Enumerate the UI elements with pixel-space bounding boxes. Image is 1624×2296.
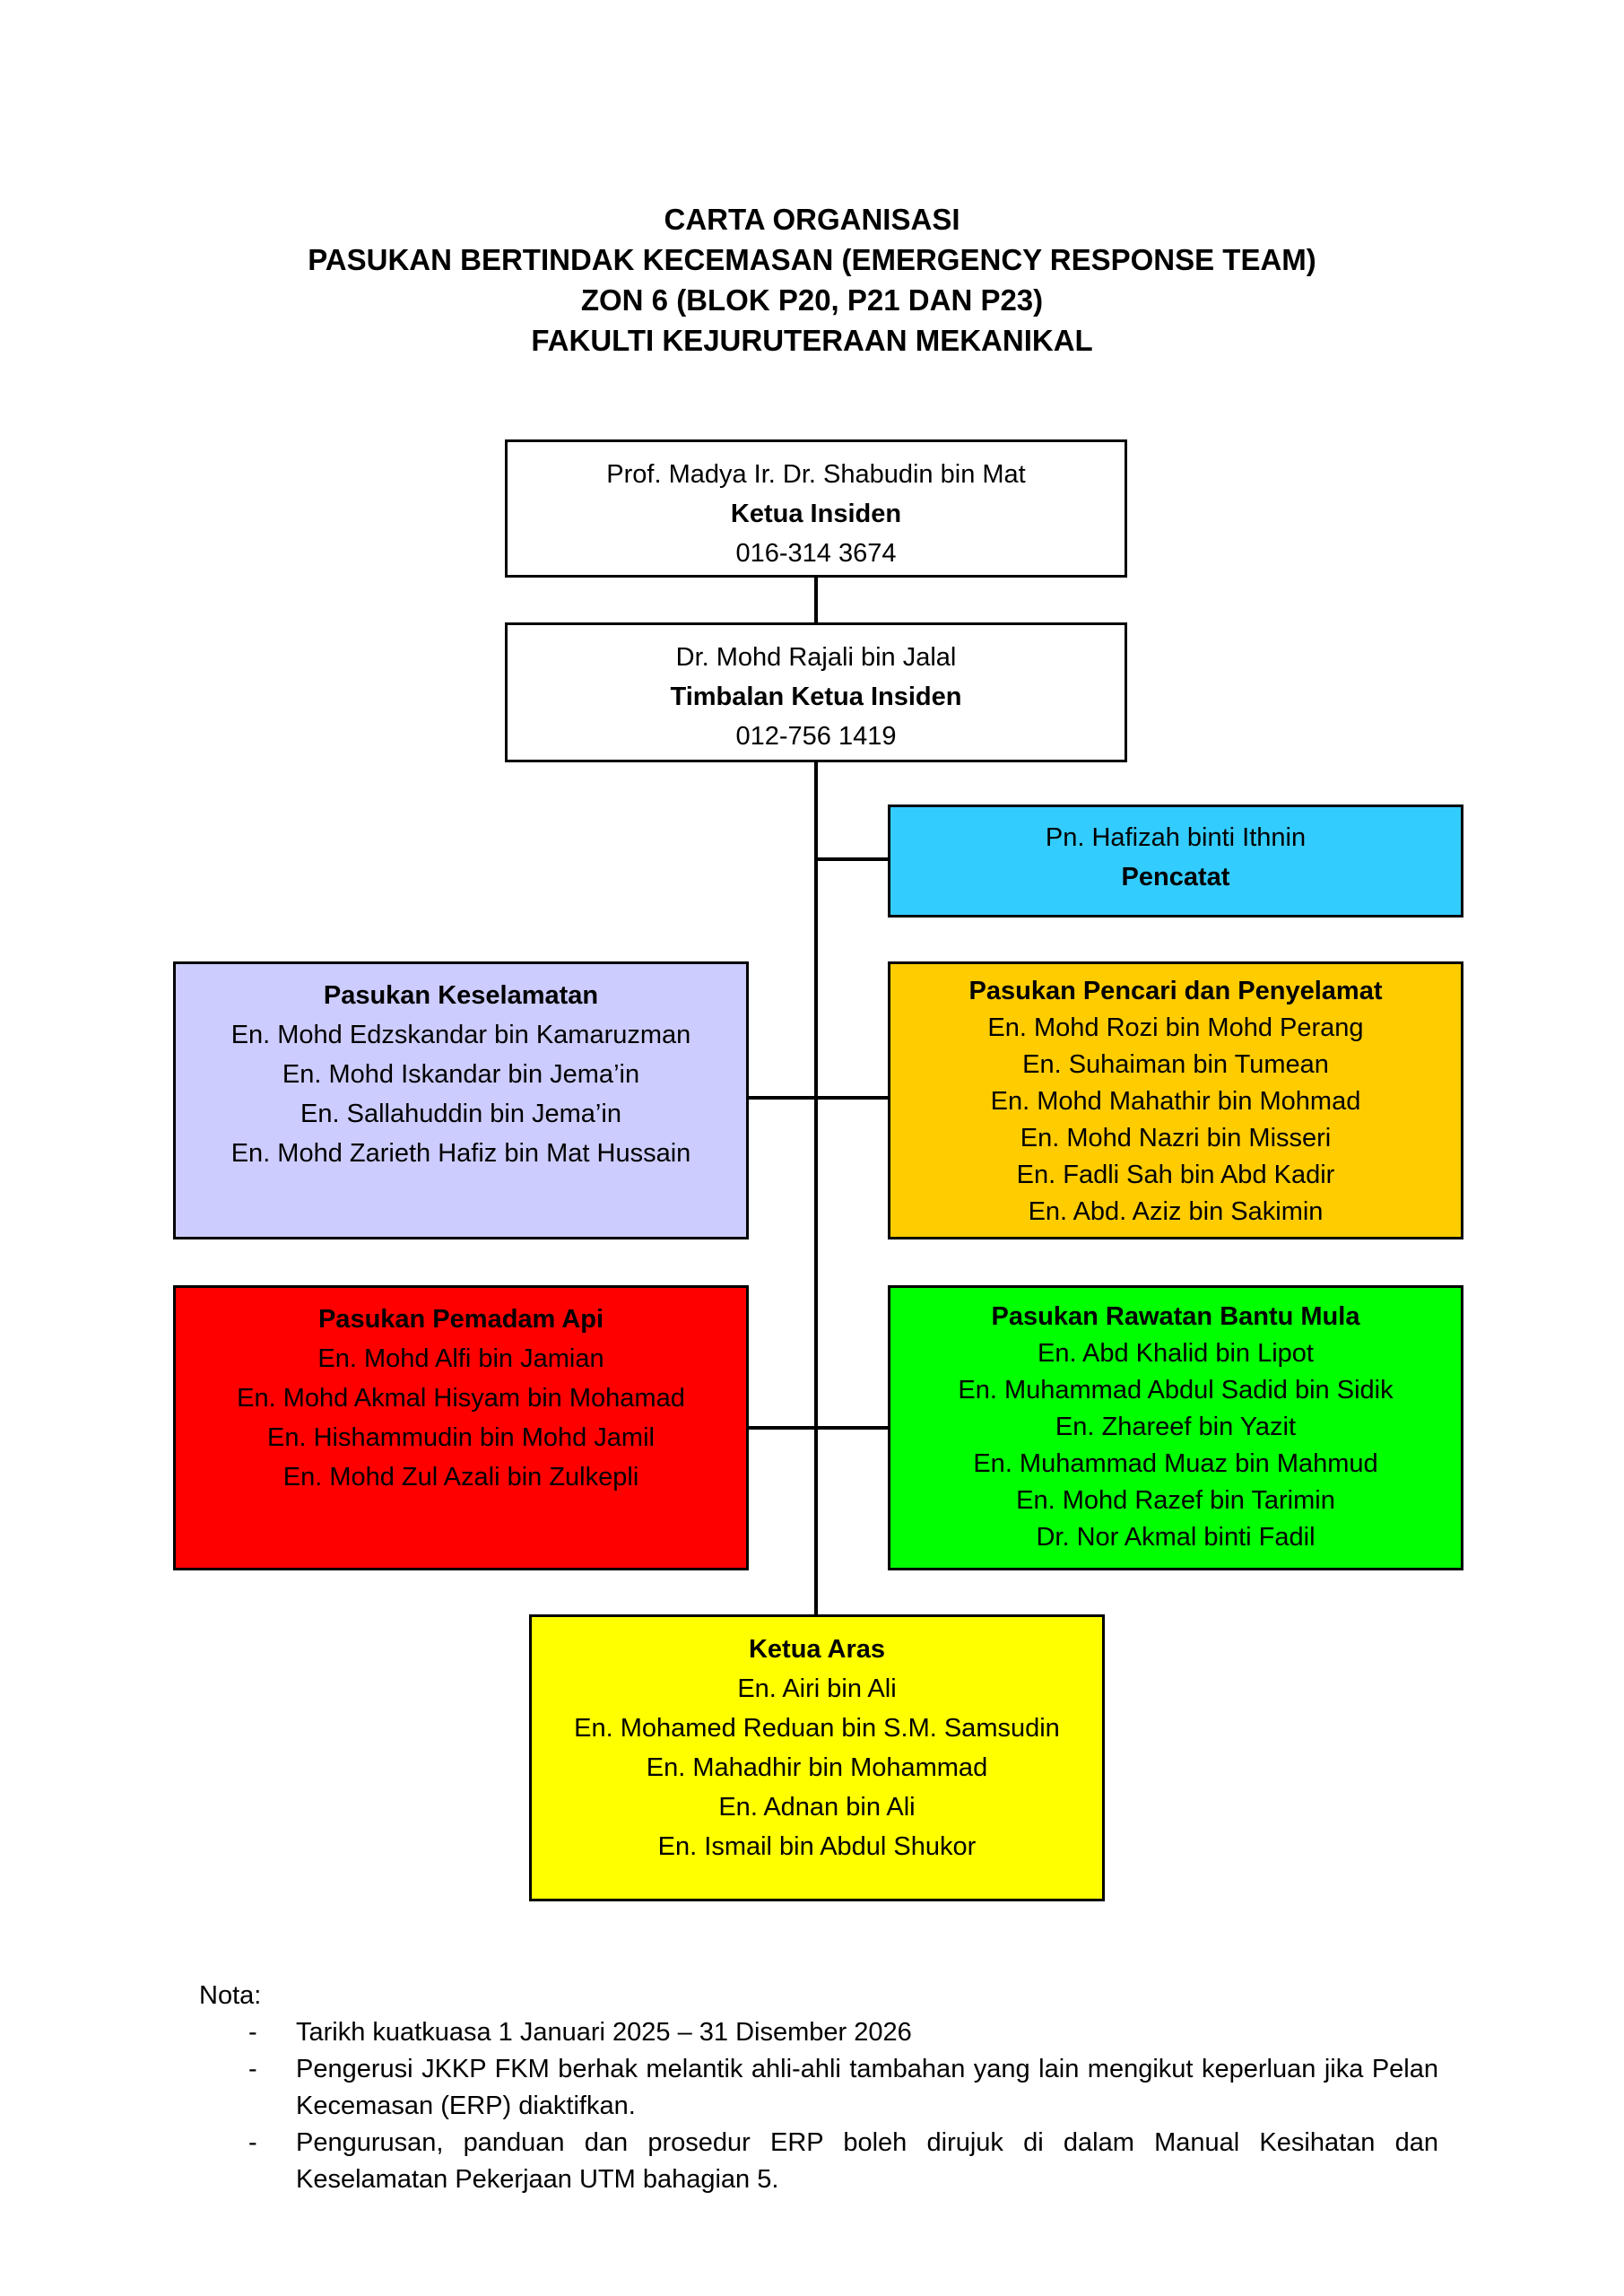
note-item: - Pengerusi JKKP FKM berhak melantik ahl… — [199, 2051, 1438, 2125]
title-line-4: FAKULTI KEJURUTERAAN MEKANIKAL — [531, 324, 1093, 357]
note-item: - Pengurusan, panduan dan prosedur ERP b… — [199, 2125, 1438, 2198]
connector-row1 — [748, 1096, 888, 1100]
connector-row2 — [748, 1426, 888, 1430]
aras-member: En. Ismail bin Abdul Shukor — [657, 1832, 977, 1861]
rawatan-member: Dr. Nor Akmal binti Fadil — [1036, 1523, 1316, 1552]
connector-ketua-timbalan — [814, 578, 818, 622]
notes-section: Nota: - Tarikh kuatkuasa 1 Januari 2025 … — [199, 1978, 1438, 2198]
pemadam-member: En. Hishammudin bin Mohd Jamil — [267, 1423, 655, 1452]
title-line-3: ZON 6 (BLOK P20, P21 DAN P23) — [580, 283, 1044, 317]
keselamatan-member: En. Mohd Zarieth Hafiz bin Mat Hussain — [230, 1139, 691, 1168]
connector-pencatat — [816, 857, 888, 861]
node-pasukan-pemadam: Pasukan Pemadam Api En. Mohd Alfi bin Ja… — [173, 1285, 749, 1570]
rawatan-member: En. Abd Khalid bin Lipot — [1038, 1339, 1314, 1368]
pencari-member: En. Mohd Rozi bin Mohd Perang — [987, 1013, 1364, 1042]
note-text: Tarikh kuatkuasa 1 Januari 2025 – 31 Dis… — [296, 2018, 912, 2047]
aras-member: En. Mahadhir bin Mohammad — [646, 1753, 988, 1782]
timbalan-role: Timbalan Ketua Insiden — [670, 683, 962, 711]
note-item: - Tarikh kuatkuasa 1 Januari 2025 – 31 D… — [199, 2014, 1438, 2051]
keselamatan-member: En. Mohd Edzskandar bin Kamaruzman — [230, 1021, 691, 1049]
title-line-1: CARTA ORGANISASI — [664, 203, 960, 236]
aras-member: En. Adnan bin Ali — [718, 1793, 916, 1822]
node-pasukan-keselamatan: Pasukan Keselamatan En. Mohd Edzskandar … — [173, 961, 749, 1239]
pemadam-title: Pasukan Pemadam Api — [317, 1305, 604, 1334]
pencari-member: En. Fadli Sah bin Abd Kadir — [1016, 1161, 1335, 1189]
rawatan-member: En. Muhammad Muaz bin Mahmud — [973, 1449, 1378, 1478]
pencatat-name: Pn. Hafizah binti Ithnin — [1045, 823, 1307, 852]
node-ketua-insiden: Prof. Madya Ir. Dr. Shabudin bin Mat Ket… — [505, 439, 1127, 578]
note-dash: - — [248, 2128, 257, 2157]
node-pasukan-pencari: Pasukan Pencari dan Penyelamat En. Mohd … — [888, 961, 1463, 1239]
node-ketua-aras: Ketua Aras En. Airi bin Ali En. Mohamed … — [529, 1614, 1105, 1901]
ketua-role: Ketua Insiden — [730, 500, 902, 528]
note-text: Pengerusi JKKP FKM berhak melantik ahli-… — [296, 2055, 1438, 2120]
pencari-member: En. Mohd Nazri bin Misseri — [1020, 1124, 1332, 1152]
pemadam-member: En. Mohd Zul Azali bin Zulkepli — [282, 1463, 639, 1492]
node-pasukan-rawatan: Pasukan Rawatan Bantu Mula En. Abd Khali… — [888, 1285, 1463, 1570]
ketua-phone: 016-314 3674 — [735, 539, 897, 568]
rawatan-member: En. Mohd Razef bin Tarimin — [1016, 1486, 1335, 1515]
note-text: Pengurusan, panduan dan prosedur ERP bol… — [296, 2128, 1438, 2194]
pencari-title: Pasukan Pencari dan Penyelamat — [968, 977, 1383, 1005]
chart-title: CARTA ORGANISASI PASUKAN BERTINDAK KECEM… — [0, 199, 1624, 361]
rawatan-title: Pasukan Rawatan Bantu Mula — [991, 1302, 1360, 1331]
ketua-name: Prof. Madya Ir. Dr. Shabudin bin Mat — [606, 460, 1026, 489]
aras-member: En. Mohamed Reduan bin S.M. Samsudin — [574, 1714, 1060, 1743]
aras-title: Ketua Aras — [748, 1635, 886, 1664]
pencari-member: En. Suhaiman bin Tumean — [1022, 1050, 1329, 1079]
notes-heading: Nota: — [199, 1981, 262, 2010]
aras-member: En. Airi bin Ali — [737, 1674, 897, 1703]
pencari-member: En. Abd. Aziz bin Sakimin — [1028, 1197, 1324, 1226]
pencatat-role: Pencatat — [1121, 863, 1230, 891]
node-pencatat: Pn. Hafizah binti Ithnin Pencatat — [888, 804, 1463, 918]
timbalan-name: Dr. Mohd Rajali bin Jalal — [675, 643, 957, 672]
keselamatan-member: En. Sallahuddin bin Jema’in — [300, 1100, 621, 1128]
keselamatan-member: En. Mohd Iskandar bin Jema’in — [282, 1060, 640, 1089]
connector-trunk — [814, 762, 818, 1623]
node-timbalan-ketua: Dr. Mohd Rajali bin Jalal Timbalan Ketua… — [505, 622, 1127, 762]
note-dash: - — [248, 2055, 257, 2083]
pemadam-member: En. Mohd Akmal Hisyam bin Mohamad — [237, 1384, 685, 1413]
note-dash: - — [248, 2018, 257, 2047]
timbalan-phone: 012-756 1419 — [735, 722, 897, 751]
title-line-2: PASUKAN BERTINDAK KECEMASAN (EMERGENCY R… — [308, 243, 1316, 276]
rawatan-member: En. Zhareef bin Yazit — [1055, 1413, 1297, 1441]
keselamatan-title: Pasukan Keselamatan — [323, 981, 599, 1010]
pemadam-member: En. Mohd Alfi bin Jamian — [317, 1344, 604, 1373]
rawatan-member: En. Muhammad Abdul Sadid bin Sidik — [958, 1376, 1394, 1405]
pencari-member: En. Mohd Mahathir bin Mohmad — [990, 1087, 1361, 1116]
